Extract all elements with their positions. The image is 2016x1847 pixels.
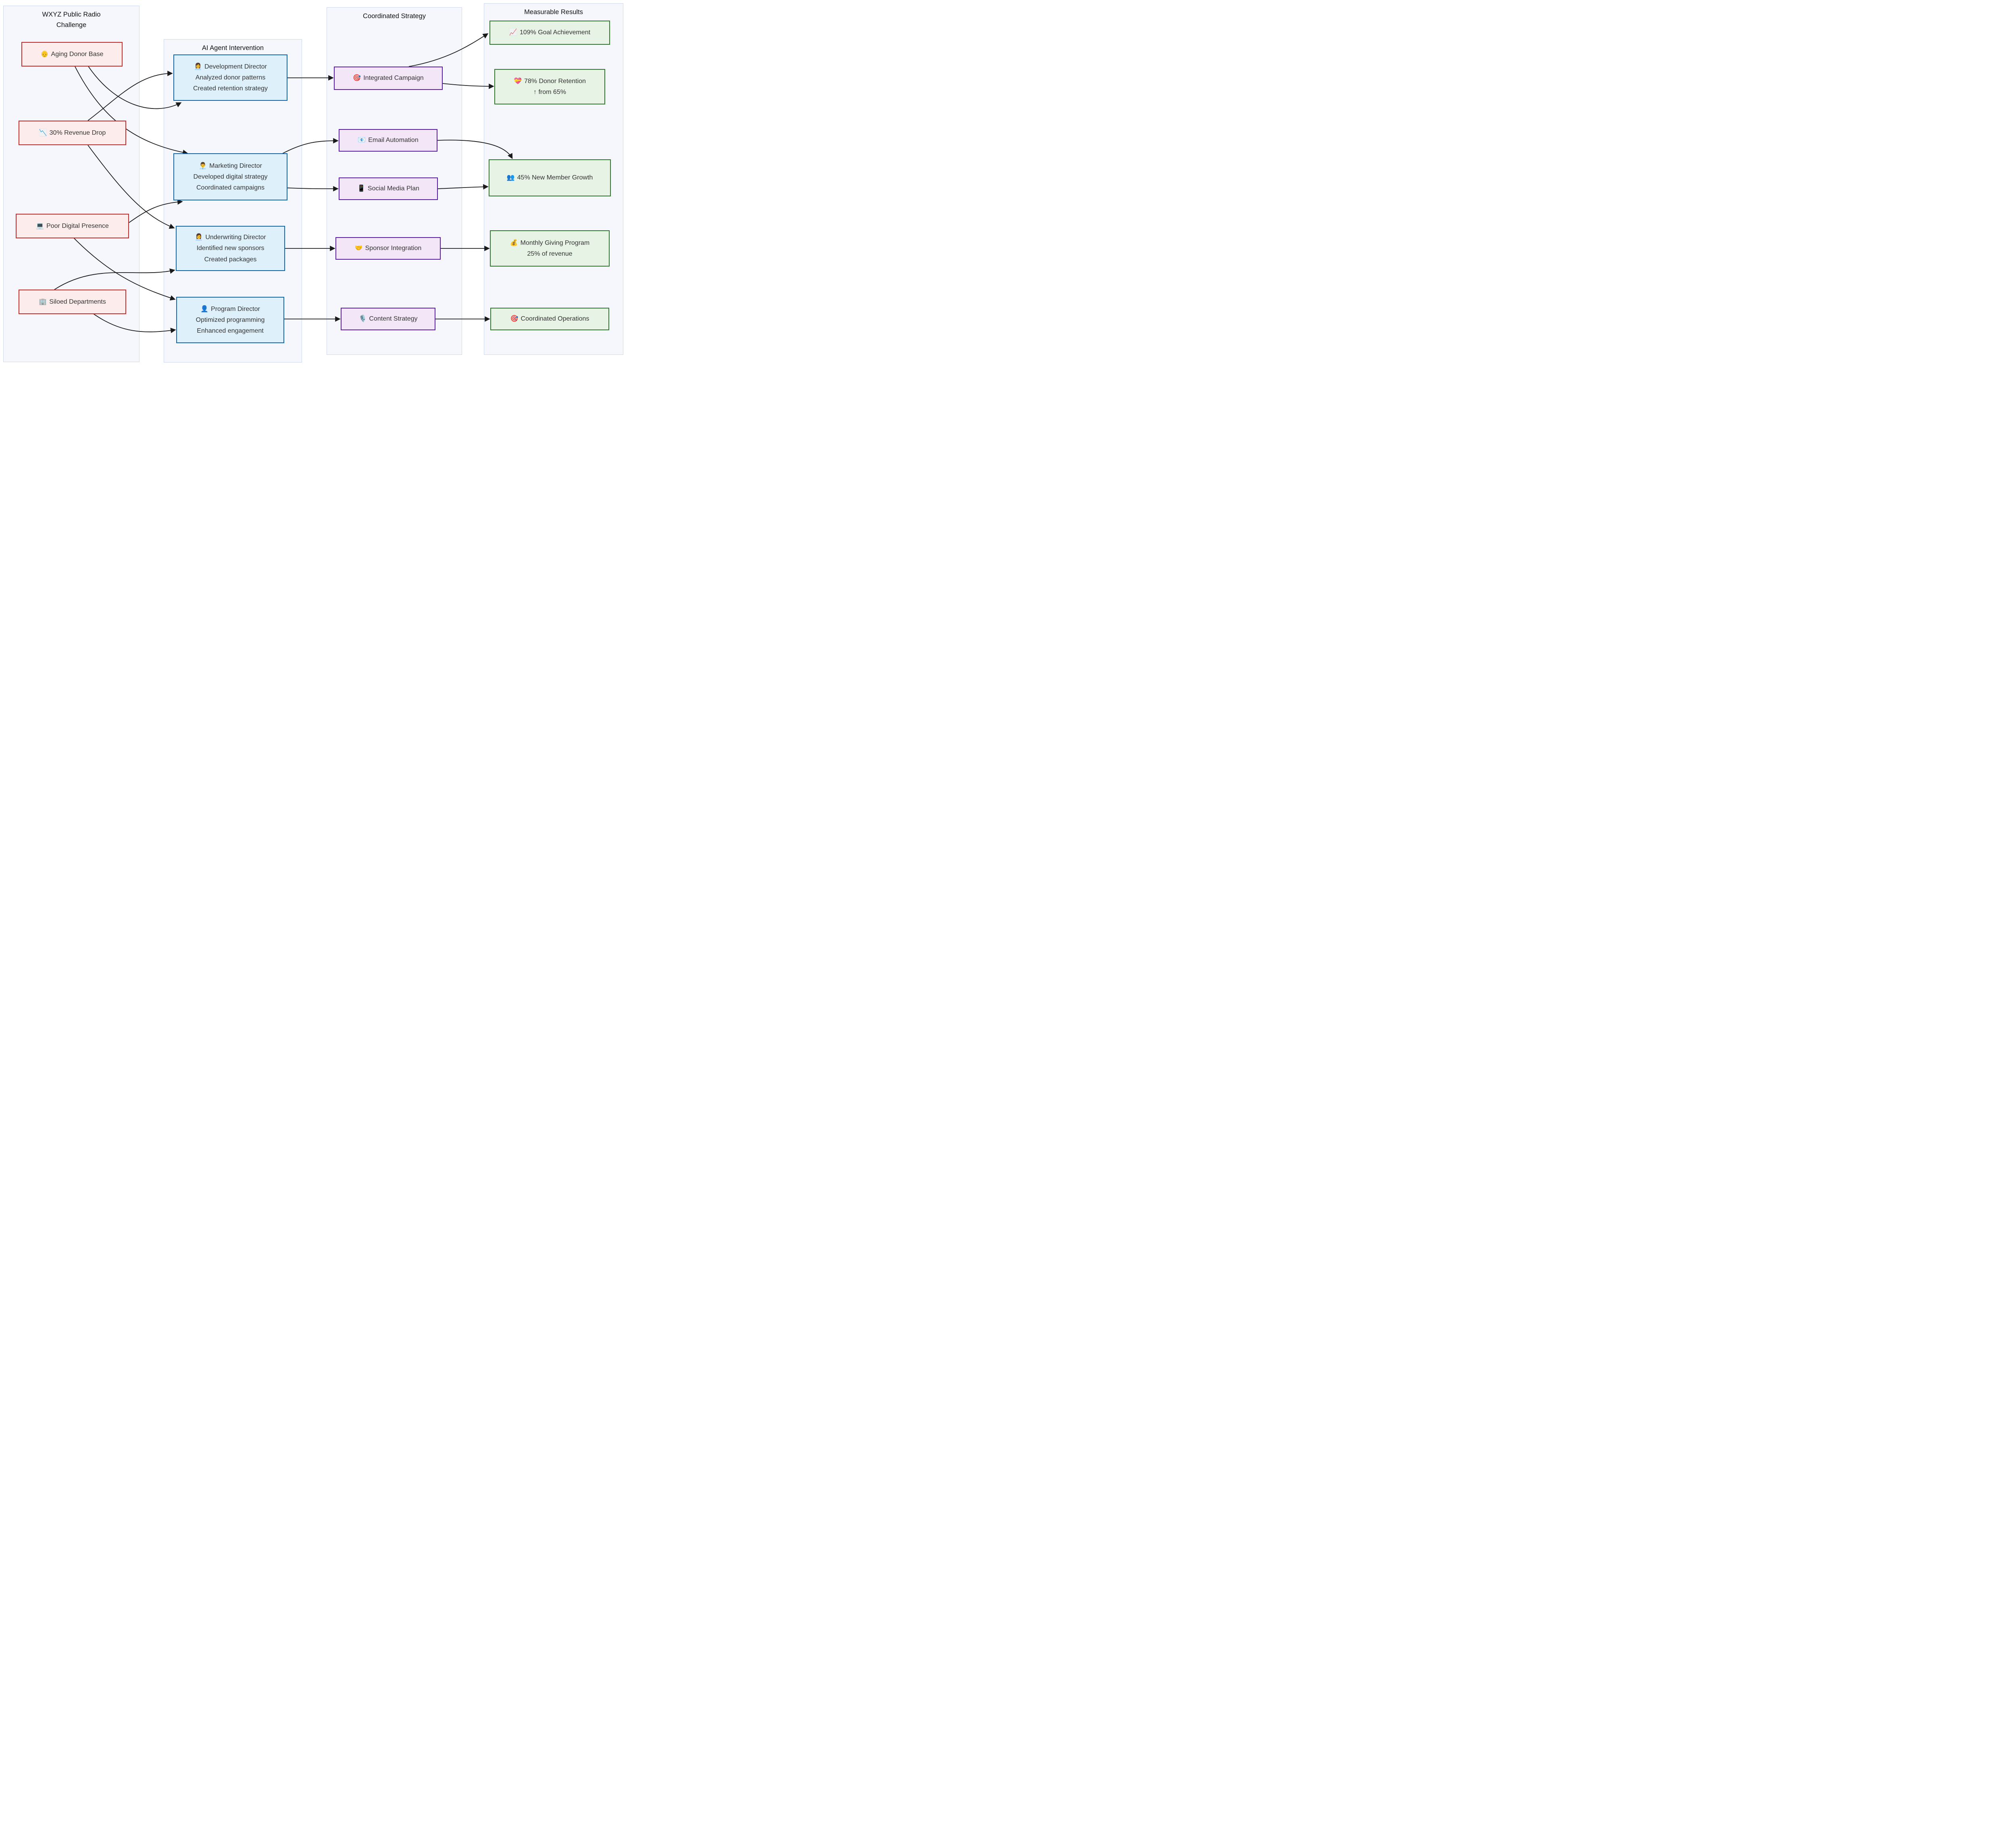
node-label: Content Strategy — [369, 315, 418, 323]
node-monthly-giving: 💰Monthly Giving Program 25% of revenue — [490, 230, 610, 267]
handshake-icon: 🤝 — [354, 245, 363, 252]
node-member-growth: 👥45% New Member Growth — [489, 159, 611, 196]
node-label: Development Director — [204, 63, 267, 70]
node-sponsor-integration: 🤝Sponsor Integration — [335, 237, 441, 260]
chart-increasing-icon: 📈 — [509, 29, 517, 36]
email-icon: 📧 — [358, 137, 366, 144]
man-office-worker-icon: 👨‍💼 — [199, 162, 207, 169]
node-marketing-director: 👨‍💼Marketing Director Developed digital … — [173, 153, 287, 200]
old-man-icon: 👴 — [40, 50, 49, 58]
node-goal-achievement: 📈109% Goal Achievement — [489, 21, 610, 45]
node-label: Coordinated Operations — [521, 315, 589, 323]
heart-with-ribbon-icon: 💝 — [514, 77, 522, 85]
node-label: Siloed Departments — [49, 298, 106, 305]
node-program-director: 👤Program Director Optimized programming … — [176, 297, 284, 343]
node-subline: ↑ from 65% — [533, 89, 566, 96]
node-label: Integrated Campaign — [363, 75, 424, 82]
node-email-automation: 📧Email Automation — [339, 129, 437, 152]
node-subline: 25% of revenue — [527, 250, 573, 257]
node-label: Sponsor Integration — [365, 245, 422, 252]
chart-decreasing-icon: 📉 — [39, 129, 47, 136]
node-label: 78% Donor Retention — [524, 77, 586, 85]
laptop-icon: 💻 — [36, 222, 44, 229]
node-poor-digital-presence: 💻Poor Digital Presence — [16, 214, 129, 238]
node-label: Underwriting Director — [205, 234, 266, 241]
node-subline: Coordinated campaigns — [196, 184, 264, 192]
node-label: Monthly Giving Program — [520, 239, 590, 246]
busts-in-silhouette-icon: 👥 — [506, 174, 515, 181]
mobile-phone-icon: 📱 — [357, 185, 365, 192]
node-label: 109% Goal Achievement — [519, 29, 591, 36]
node-integrated-campaign: 🎯Integrated Campaign — [334, 67, 443, 90]
studio-microphone-icon: 🎙️ — [358, 315, 367, 323]
node-label: Poor Digital Presence — [46, 222, 109, 229]
node-siloed-departments: 🏢Siloed Departments — [19, 290, 126, 314]
node-subline: Identified new sponsors — [196, 245, 264, 252]
node-label: 45% New Member Growth — [517, 174, 593, 181]
node-label: Email Automation — [368, 137, 419, 144]
agents-column-title: AI Agent Intervention — [202, 44, 264, 52]
target-icon: 🎯 — [510, 315, 519, 323]
woman-office-worker-icon: 👩‍💼 — [195, 234, 203, 241]
node-subline: Created packages — [204, 256, 257, 263]
node-label: Aging Donor Base — [51, 50, 104, 58]
node-subline: Developed digital strategy — [193, 173, 268, 180]
node-development-director: 👩‍💼Development Director Analyzed donor p… — [173, 54, 287, 101]
node-social-media-plan: 📱Social Media Plan — [339, 177, 438, 200]
node-label: Social Media Plan — [367, 185, 419, 192]
bust-silhouette-icon: 👤 — [200, 305, 209, 313]
node-label: Marketing Director — [209, 162, 262, 169]
node-coordinated-operations: 🎯Coordinated Operations — [490, 308, 609, 330]
target-icon: 🎯 — [353, 75, 361, 82]
node-underwriting-director: 👩‍💼Underwriting Director Identified new … — [176, 226, 285, 271]
node-subline: Optimized programming — [196, 316, 265, 323]
node-content-strategy: 🎙️Content Strategy — [341, 308, 435, 330]
strategy-column-title: Coordinated Strategy — [363, 13, 426, 20]
node-subline: Enhanced engagement — [197, 327, 264, 335]
challenge-column-title: WXYZ Public Radio Challenge — [42, 11, 101, 29]
node-donor-retention: 💝78% Donor Retention ↑ from 65% — [494, 69, 605, 104]
node-aging-donor-base: 👴Aging Donor Base — [21, 42, 123, 67]
woman-office-worker-icon: 👩‍💼 — [194, 63, 202, 70]
node-label: Program Director — [211, 305, 260, 313]
office-building-icon: 🏢 — [39, 298, 47, 305]
node-label: 30% Revenue Drop — [49, 129, 106, 136]
flowchart-diagram: WXYZ Public Radio Challenge AI Agent Int… — [0, 0, 632, 369]
node-subline: Analyzed donor patterns — [195, 74, 266, 81]
money-bag-icon: 💰 — [510, 239, 518, 246]
node-subline: Created retention strategy — [193, 85, 268, 92]
results-column-title: Measurable Results — [524, 8, 583, 16]
node-revenue-drop: 📉30% Revenue Drop — [19, 121, 126, 145]
